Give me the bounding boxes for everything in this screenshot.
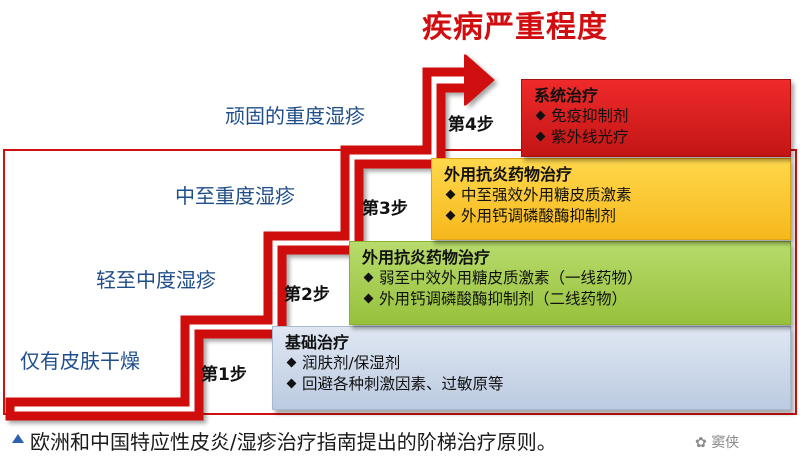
footer-caption: 欧洲和中国特应性皮炎/湿疹治疗指南提出的阶梯治疗原则。 xyxy=(30,430,557,454)
box-item: 免疫抑制剂 xyxy=(534,106,790,127)
level-label-4: 顽固的重度湿疹 xyxy=(225,104,365,128)
box-item: 紫外线光疗 xyxy=(534,127,790,148)
level-label-3: 中至重度湿疹 xyxy=(175,184,295,208)
box-title: 外用抗炎药物治疗 xyxy=(444,165,573,184)
box-title: 外用抗炎药物治疗 xyxy=(362,248,491,267)
diamond-bullet-icon xyxy=(286,378,297,389)
diamond-bullet-icon xyxy=(363,272,374,283)
diamond-bullet-icon xyxy=(363,293,374,304)
diamond-bullet-icon xyxy=(445,210,456,221)
diamond-bullet-icon xyxy=(535,131,546,142)
step-label-1: 第1步 xyxy=(201,365,247,385)
level-label-1: 仅有皮肤干燥 xyxy=(20,349,140,373)
step1-basic-treatment-box: 基础治疗 润肤剂/保湿剂 回避各种刺激因素、过敏原等 xyxy=(272,326,791,410)
box-item: 回避各种刺激因素、过敏原等 xyxy=(285,374,790,395)
step2-topical-treatment-box: 外用抗炎药物治疗 弱至中效外用糖皮质激素（一线药物） 外用钙调磷酸酶抑制剂（二线… xyxy=(349,241,791,325)
step3-topical-treatment-box: 外用抗炎药物治疗 中至强效外用糖皮质激素 外用钙调磷酸酶抑制剂 xyxy=(431,158,791,240)
diamond-bullet-icon xyxy=(286,357,297,368)
step4-systemic-treatment-box: 系统治疗 免疫抑制剂 紫外线光疗 xyxy=(521,79,791,157)
box-item: 外用钙调磷酸酶抑制剂（二线药物） xyxy=(362,289,790,310)
diamond-bullet-icon xyxy=(535,110,546,121)
box-item: 润肤剂/保湿剂 xyxy=(285,353,790,374)
diamond-bullet-icon xyxy=(445,189,456,200)
step-label-4: 第4步 xyxy=(448,115,494,135)
triangle-bullet-icon xyxy=(12,434,24,443)
severity-title: 疾病严重程度 xyxy=(422,10,608,45)
box-item: 弱至中效外用糖皮质激素（一线药物） xyxy=(362,268,790,289)
wechat-icon: ✿ xyxy=(695,435,712,451)
box-title: 基础治疗 xyxy=(285,333,350,352)
severity-arrow-head xyxy=(464,54,494,106)
box-title: 系统治疗 xyxy=(534,86,599,105)
step-label-2: 第2步 xyxy=(284,285,330,305)
step-label-3: 第3步 xyxy=(362,199,408,219)
level-label-2: 轻至中度湿疹 xyxy=(96,268,216,292)
box-item: 外用钙调磷酸酶抑制剂 xyxy=(444,206,790,227)
watermark: ✿ 窦侠 xyxy=(695,435,740,451)
box-item: 中至强效外用糖皮质激素 xyxy=(444,185,790,206)
